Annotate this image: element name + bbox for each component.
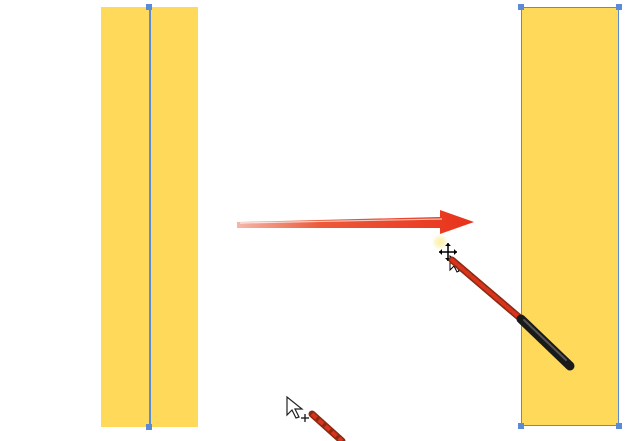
pen-tip-glow <box>432 234 448 250</box>
pointer-cursor-with-plus-icon <box>286 395 309 422</box>
stylus-pen-bottom-icon <box>308 410 346 441</box>
right-bottom-right-anchor-handle[interactable] <box>616 423 622 429</box>
left-bottom-anchor-handle[interactable] <box>146 424 152 430</box>
left-rectangle-selection-line[interactable] <box>149 7 151 427</box>
red-arrow-annotation <box>237 210 474 234</box>
right-bottom-left-anchor-handle[interactable] <box>518 423 524 429</box>
left-top-anchor-handle[interactable] <box>146 4 152 10</box>
right-top-left-anchor-handle[interactable] <box>518 4 524 10</box>
right-yellow-rectangle[interactable] <box>521 7 619 426</box>
right-top-right-anchor-handle[interactable] <box>616 4 622 10</box>
stylus-pen-icon <box>448 256 575 371</box>
